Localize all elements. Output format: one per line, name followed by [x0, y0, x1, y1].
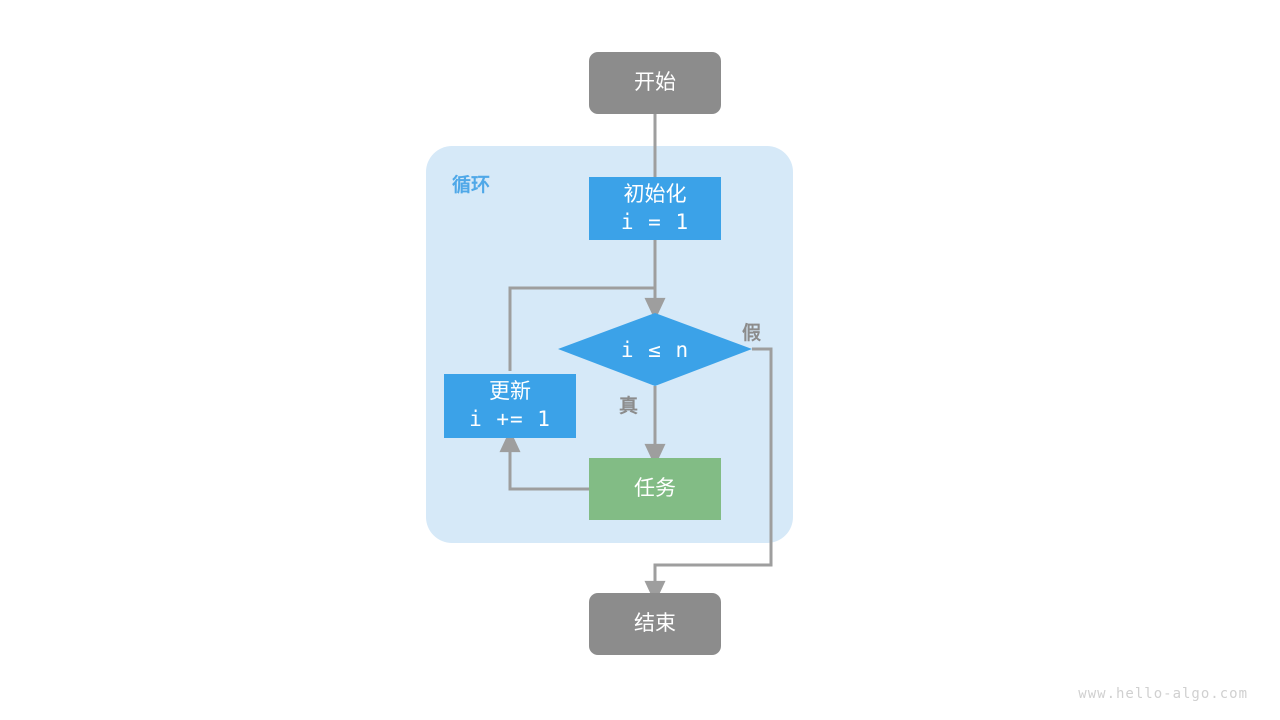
- node-update[interactable]: [444, 374, 576, 438]
- node-start[interactable]: [589, 52, 721, 114]
- loop-container-label: 循环: [452, 175, 491, 196]
- edge-label-true: 真: [619, 396, 639, 417]
- node-task[interactable]: [589, 458, 721, 520]
- edge-task-to-update: [499, 429, 589, 491]
- node-end[interactable]: [589, 593, 721, 655]
- node-init[interactable]: [589, 177, 721, 240]
- edge-label-false: 假: [742, 323, 762, 344]
- node-condition[interactable]: [558, 313, 752, 386]
- edge-update-to-condition: [508, 286, 655, 371]
- watermark: www.hello-algo.com: [1078, 686, 1248, 702]
- edge-condition-false-to-end: [644, 347, 773, 604]
